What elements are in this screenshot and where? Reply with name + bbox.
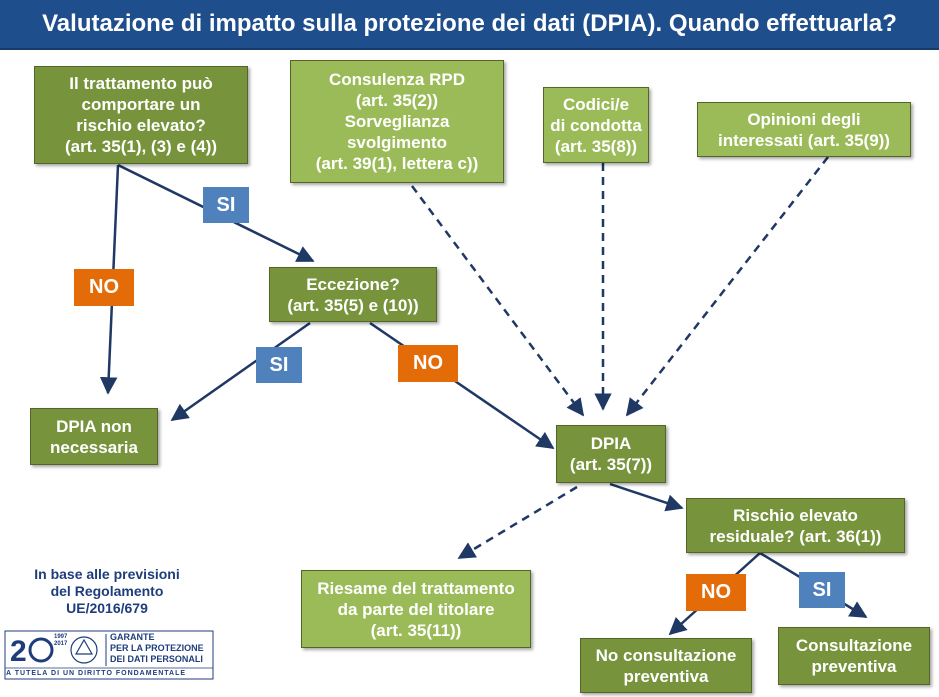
arrow-eccezione-to-dpia xyxy=(369,321,555,450)
label-si-rischio: SI xyxy=(203,187,249,223)
logo-motto: A TUTELA DI UN DIRITTO FONDAMENTALE xyxy=(6,670,187,677)
box-eccezione: Eccezione? (art. 35(5) e (10)) xyxy=(269,267,437,322)
arrow-eccezione-to-non-necessaria xyxy=(170,321,311,422)
label-no-eccezione: NO xyxy=(398,345,458,382)
arrow-dpia-to-residuale xyxy=(609,482,684,512)
box-consultazione-preventiva: Consultazione preventiva xyxy=(778,627,930,685)
garante-logo: 2 xyxy=(4,630,214,680)
box-dpia-non-necessaria: DPIA non necessaria xyxy=(30,408,158,465)
box-codici-condotta: Codici/e di condotta (art. 35(8)) xyxy=(543,87,649,163)
box-dpia: DPIA (art. 35(7)) xyxy=(556,425,666,483)
label-si-residuale: SI xyxy=(799,572,845,608)
page-title: Valutazione di impatto sulla protezione … xyxy=(0,0,939,50)
box-rischio-elevato: Il trattamento può comportare un rischio… xyxy=(34,66,248,164)
box-no-consultazione: No consultazione preventiva xyxy=(580,638,752,693)
box-consulenza-rpd: Consulenza RPD (art. 35(2)) Sorveglianza… xyxy=(290,60,504,183)
label-si-eccezione: SI xyxy=(256,347,302,383)
logo-org-name: GARANTE PER LA PROTEZIONE DEI DATI PERSO… xyxy=(110,632,204,664)
label-no-rischio: NO xyxy=(74,269,134,306)
logo-years: 1997 2017 xyxy=(54,634,68,647)
footnote-regolamento: In base alle previsioni del Regolamento … xyxy=(34,566,180,616)
dashed-consulenza-to-dpia xyxy=(410,185,585,417)
dashed-opinioni-to-dpia xyxy=(625,156,829,417)
box-opinioni-interessati: Opinioni degli interessati (art. 35(9)) xyxy=(697,102,911,157)
svg-text:2: 2 xyxy=(10,635,27,668)
box-riesame-trattamento: Riesame del trattamento da parte del tit… xyxy=(301,570,531,648)
label-no-residuale: NO xyxy=(686,574,746,611)
dashed-dpia-to-riesame xyxy=(457,485,578,560)
box-rischio-residuale: Rischio elevato residuale? (art. 36(1)) xyxy=(686,498,905,553)
